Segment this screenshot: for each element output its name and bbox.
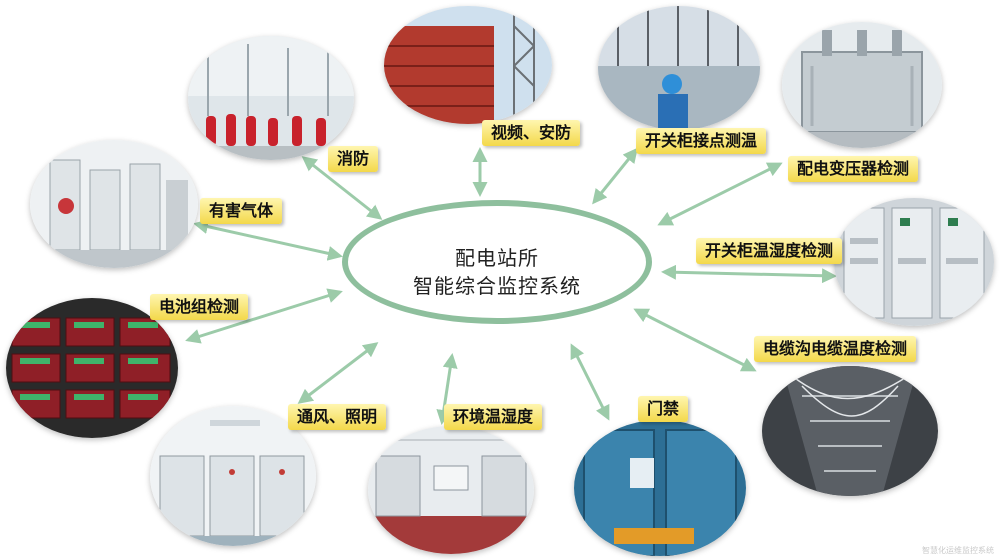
cable-trench-photo [762, 366, 938, 496]
arrow-fire [301, 156, 383, 220]
video-security-photo [384, 6, 552, 124]
battery-pack-photo [6, 298, 178, 438]
arrow-transformer [657, 162, 783, 226]
transformer-photo [782, 22, 942, 148]
arrow-gas [193, 219, 343, 261]
gas-equipment-photo [30, 140, 198, 268]
label-gas: 有害气体 [200, 198, 283, 224]
central-system-ellipse: 配电站所 智能综合监控系统 [342, 200, 652, 324]
label-cable: 电缆沟电缆温度检测 [754, 336, 917, 362]
access-door-photo [574, 420, 746, 556]
arrow-environment [436, 353, 458, 425]
arrow-switch-humidity [661, 264, 837, 284]
label-video: 视频、安防 [482, 120, 581, 146]
label-fire: 消防 [328, 146, 379, 172]
fire-protection-photo [188, 36, 354, 160]
arrow-switch-contact [592, 147, 638, 205]
footer-watermark: 智慧化运维监控系统 [922, 546, 994, 555]
center-title-line-2: 智能综合监控系统 [413, 274, 581, 298]
switch-contact-photo [598, 6, 760, 130]
environment-room-photo [368, 426, 534, 554]
label-switch-contact: 开关柜接点测温 [636, 128, 767, 154]
label-battery: 电池组检测 [150, 294, 249, 320]
label-door: 门禁 [638, 396, 689, 422]
center-title-line-1: 配电站所 [455, 246, 539, 270]
label-ventilation: 通风、照明 [288, 404, 387, 430]
arrow-ventilation [297, 342, 379, 404]
switch-cabinet-photo [834, 198, 994, 326]
label-environment: 环境温湿度 [444, 404, 543, 430]
arrow-cable [633, 308, 757, 372]
arrow-battery [185, 288, 343, 344]
label-switch-humidity: 开关柜温湿度检测 [696, 238, 843, 264]
arrow-door [570, 343, 610, 421]
label-transformer: 配电变压器检测 [788, 156, 919, 182]
